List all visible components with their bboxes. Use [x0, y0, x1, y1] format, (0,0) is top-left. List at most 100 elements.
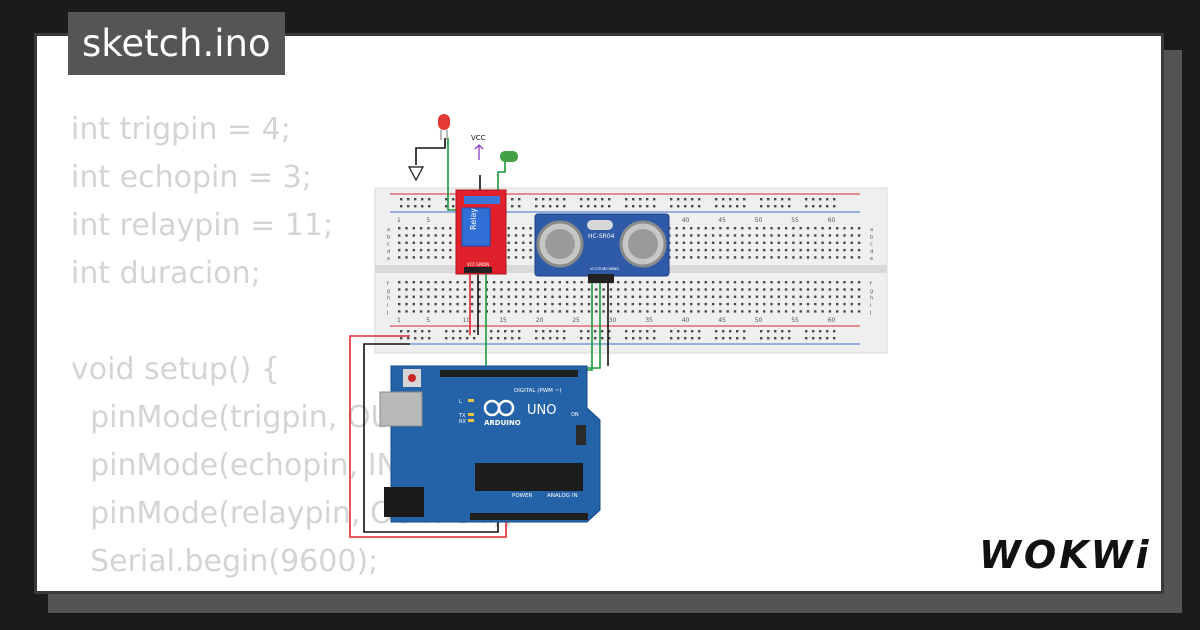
- breadboard-hole: [514, 248, 518, 252]
- breadboard-rail-hole: [767, 337, 770, 340]
- breadboard-hole: [668, 310, 671, 313]
- breadboard-hole: [558, 281, 561, 284]
- breadboard-rail-hole: [445, 198, 448, 201]
- breadboard-hole: [690, 241, 693, 244]
- breadboard-rail-hole: [556, 330, 559, 333]
- sensor-pin-label: TRIG: [596, 267, 606, 271]
- breadboard-hole: [405, 248, 408, 252]
- breadboard-hole: [697, 241, 700, 244]
- breadboard-rail-hole: [722, 337, 725, 340]
- breadboard-rail-hole: [511, 205, 514, 208]
- breadboard-hole: [646, 302, 649, 306]
- breadboard-hole: [741, 256, 744, 259]
- breadboard-hole: [602, 295, 605, 298]
- breadboard-hole: [434, 248, 437, 252]
- breadboard-hole: [763, 248, 766, 252]
- breadboard-hole: [719, 302, 722, 306]
- breadboard-rail-hole: [535, 330, 538, 333]
- breadboard-rail-hole: [805, 337, 808, 340]
- breadboard-hole: [697, 227, 700, 230]
- breadboard-hole: [741, 227, 744, 230]
- breadboard-hole: [792, 241, 795, 244]
- breadboard-hole: [777, 295, 780, 298]
- breadboard-hole: [434, 302, 437, 306]
- breadboard-hole: [544, 302, 547, 306]
- breadboard-rail-hole: [698, 330, 701, 333]
- arduino-on-label: ON: [571, 412, 579, 418]
- breadboard-hole: [682, 288, 686, 291]
- breadboard-hole: [719, 234, 722, 237]
- breadboard-column-label: 5: [426, 317, 430, 324]
- breadboard-column-label: 45: [718, 317, 726, 324]
- breadboard-hole: [507, 256, 510, 259]
- breadboard-rail-hole: [490, 330, 493, 333]
- breadboard-hole: [690, 248, 693, 252]
- breadboard-rail-hole: [715, 198, 718, 201]
- breadboard-rail-hole: [646, 330, 649, 333]
- breadboard-rail-hole: [677, 198, 680, 201]
- arduino-led-label: L: [459, 399, 462, 405]
- breadboard-rail-hole: [452, 330, 455, 333]
- breadboard-hole: [529, 241, 532, 244]
- breadboard-hole: [587, 295, 591, 298]
- breadboard-hole: [741, 241, 744, 244]
- breadboard-hole: [602, 302, 605, 306]
- breadboard-hole: [427, 248, 430, 252]
- breadboard-hole: [682, 241, 686, 244]
- breadboard-hole: [857, 310, 861, 313]
- breadboard-hole: [726, 288, 729, 291]
- breadboard-hole: [609, 310, 613, 313]
- breadboard-hole: [821, 241, 824, 244]
- breadboard-column-label: 55: [791, 217, 799, 224]
- breadboard-hole: [427, 288, 430, 291]
- breadboard-hole: [522, 281, 525, 284]
- breadboard-hole: [398, 248, 401, 252]
- breadboard-hole: [799, 302, 802, 306]
- breadboard-hole: [828, 227, 832, 230]
- breadboard-hole: [463, 288, 467, 291]
- breadboard-hole: [587, 302, 591, 306]
- breadboard-hole: [741, 248, 744, 252]
- arduino-atmega-chip: [475, 463, 583, 491]
- breadboard-hole: [522, 256, 525, 259]
- breadboard-hole: [763, 302, 766, 306]
- breadboard-rail-hole: [400, 330, 403, 333]
- breadboard-hole: [558, 295, 561, 298]
- breadboard-hole: [609, 295, 613, 298]
- breadboard-hole: [580, 295, 583, 298]
- breadboard-hole: [609, 288, 613, 291]
- breadboard-hole: [836, 227, 839, 230]
- breadboard-hole: [719, 310, 722, 313]
- relay-pin-label: GND: [476, 262, 485, 267]
- breadboard-rail-hole: [518, 330, 521, 333]
- breadboard-hole: [441, 295, 445, 298]
- breadboard-hole: [719, 227, 722, 230]
- breadboard-hole: [398, 281, 401, 284]
- breadboard-rail-hole: [421, 330, 424, 333]
- breadboard-rail-hole: [632, 330, 635, 333]
- breadboard-hole: [544, 281, 547, 284]
- breadboard-hole: [405, 295, 408, 298]
- breadboard-hole: [419, 281, 423, 284]
- breadboard-hole: [682, 302, 686, 306]
- breadboard-hole: [821, 281, 824, 284]
- breadboard-hole: [777, 310, 780, 313]
- breadboard-rail-hole: [812, 337, 815, 340]
- breadboard-rail-hole: [556, 205, 559, 208]
- breadboard-rail-hole: [760, 198, 763, 201]
- breadboard-rail-hole: [760, 337, 763, 340]
- breadboard-rail-hole: [788, 337, 791, 340]
- breadboard-hole: [697, 288, 700, 291]
- breadboard-hole: [814, 288, 817, 291]
- arduino-infinity-logo: [483, 399, 515, 417]
- breadboard-rail-hole: [428, 205, 431, 208]
- sensor-pin-header: [588, 274, 614, 283]
- sensor-pin-label: VCC: [590, 267, 598, 271]
- breadboard-hole: [792, 248, 795, 252]
- breadboard-hole: [398, 288, 401, 291]
- breadboard-hole: [806, 302, 810, 306]
- breadboard-rail-hole: [805, 198, 808, 201]
- breadboard-hole: [617, 310, 620, 313]
- breadboard-rail-hole: [684, 330, 687, 333]
- breadboard-row-label: b: [870, 234, 873, 240]
